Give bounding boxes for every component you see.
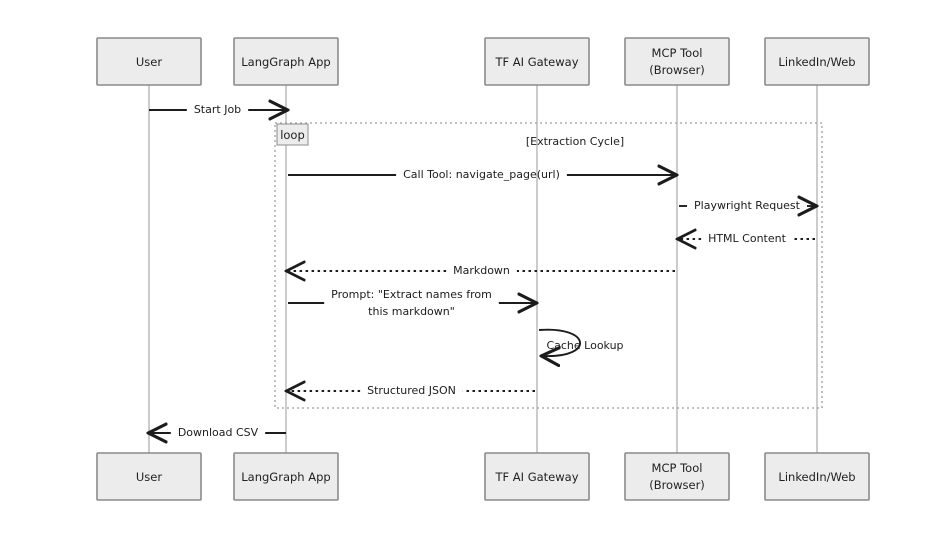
actor-box-user[interactable] xyxy=(96,452,202,501)
actors-top-group: User LangGraph App TF AI Gateway MCP Tool (B… xyxy=(96,37,870,86)
message-html-content: HTML Content xyxy=(679,232,815,245)
actor-label-mcp: MCP Tool xyxy=(652,46,703,60)
actor-label2-mcp: (Browser) xyxy=(649,63,705,77)
message-label2-prompt-extract: this markdown" xyxy=(368,305,455,318)
actor-box-user[interactable] xyxy=(96,37,202,86)
actor-gateway-top[interactable]: TF AI Gateway xyxy=(484,37,590,86)
actor-web-top[interactable]: LinkedIn/Web xyxy=(764,37,870,86)
actor-label-web: LinkedIn/Web xyxy=(778,470,855,484)
message-start-job: Start Job xyxy=(149,103,286,116)
actor-label-user: User xyxy=(136,55,162,69)
actor-mcp-top[interactable]: MCP Tool (Browser) xyxy=(624,37,730,86)
actor-box-gateway[interactable] xyxy=(484,452,590,501)
actor-user-bottom[interactable]: User xyxy=(96,452,202,501)
message-line-cache-lookup xyxy=(538,328,581,356)
message-structured-json: Structured JSON xyxy=(288,384,535,397)
message-label-markdown: Markdown xyxy=(453,264,510,277)
actor-box-langgraph[interactable] xyxy=(233,37,339,86)
actor-label-user: User xyxy=(136,470,162,484)
actor-box-gateway[interactable] xyxy=(484,37,590,86)
actor-box-mcp[interactable] xyxy=(624,452,730,501)
loop-fragment-group: [Extraction Cycle] xyxy=(274,122,823,409)
actor-langgraph-bottom[interactable]: LangGraph App xyxy=(233,452,339,501)
actor-label-gateway: TF AI Gateway xyxy=(494,470,578,484)
message-playwright-request: Playwright Request xyxy=(679,199,815,212)
loop-fragment-frame xyxy=(274,122,823,409)
message-label-call-tool: Call Tool: navigate_page(url) xyxy=(403,168,560,181)
actor-label2-mcp: (Browser) xyxy=(649,478,705,492)
actor-label-gateway: TF AI Gateway xyxy=(494,55,578,69)
message-markdown: Markdown xyxy=(288,264,675,277)
message-label-html-content: HTML Content xyxy=(708,232,787,245)
message-label-structured-json: Structured JSON xyxy=(367,384,456,397)
actor-box-web[interactable] xyxy=(764,452,870,501)
message-label-download-csv: Download CSV xyxy=(178,426,259,439)
actor-gateway-bottom[interactable]: TF AI Gateway xyxy=(484,452,590,501)
actors-bottom-group: User LangGraph App TF AI Gateway MCP Tool (B… xyxy=(96,452,870,501)
actor-web-bottom[interactable]: LinkedIn/Web xyxy=(764,452,870,501)
loop-tag-label: loop xyxy=(280,128,305,142)
message-label-playwright-request: Playwright Request xyxy=(694,199,801,212)
loop-tag-box xyxy=(276,123,309,146)
actor-label-mcp: MCP Tool xyxy=(652,461,703,475)
actor-label-langgraph: LangGraph App xyxy=(241,55,330,69)
actor-box-mcp[interactable] xyxy=(624,37,730,86)
message-label-cache-lookup: Cache Lookup xyxy=(546,339,623,352)
actor-label-langgraph: LangGraph App xyxy=(241,470,330,484)
actor-box-web[interactable] xyxy=(764,37,870,86)
message-label-start-job: Start Job xyxy=(194,103,241,116)
message-cache-lookup: Cache Lookup xyxy=(538,328,624,356)
loop-tag-group: loop xyxy=(276,123,309,146)
message-prompt-extract: Prompt: "Extract names from this markdown… xyxy=(288,288,535,318)
actor-label-web: LinkedIn/Web xyxy=(778,55,855,69)
message-label-prompt-extract: Prompt: "Extract names from xyxy=(331,288,492,301)
actor-mcp-bottom[interactable]: MCP Tool (Browser) xyxy=(624,452,730,501)
actor-box-langgraph[interactable] xyxy=(233,452,339,501)
actor-langgraph-top[interactable]: LangGraph App xyxy=(233,37,339,86)
loop-condition-label: [Extraction Cycle] xyxy=(526,135,624,148)
message-download-csv: Download CSV xyxy=(150,426,286,439)
message-call-tool: Call Tool: navigate_page(url) xyxy=(288,168,675,181)
actor-user-top[interactable]: User xyxy=(96,37,202,86)
